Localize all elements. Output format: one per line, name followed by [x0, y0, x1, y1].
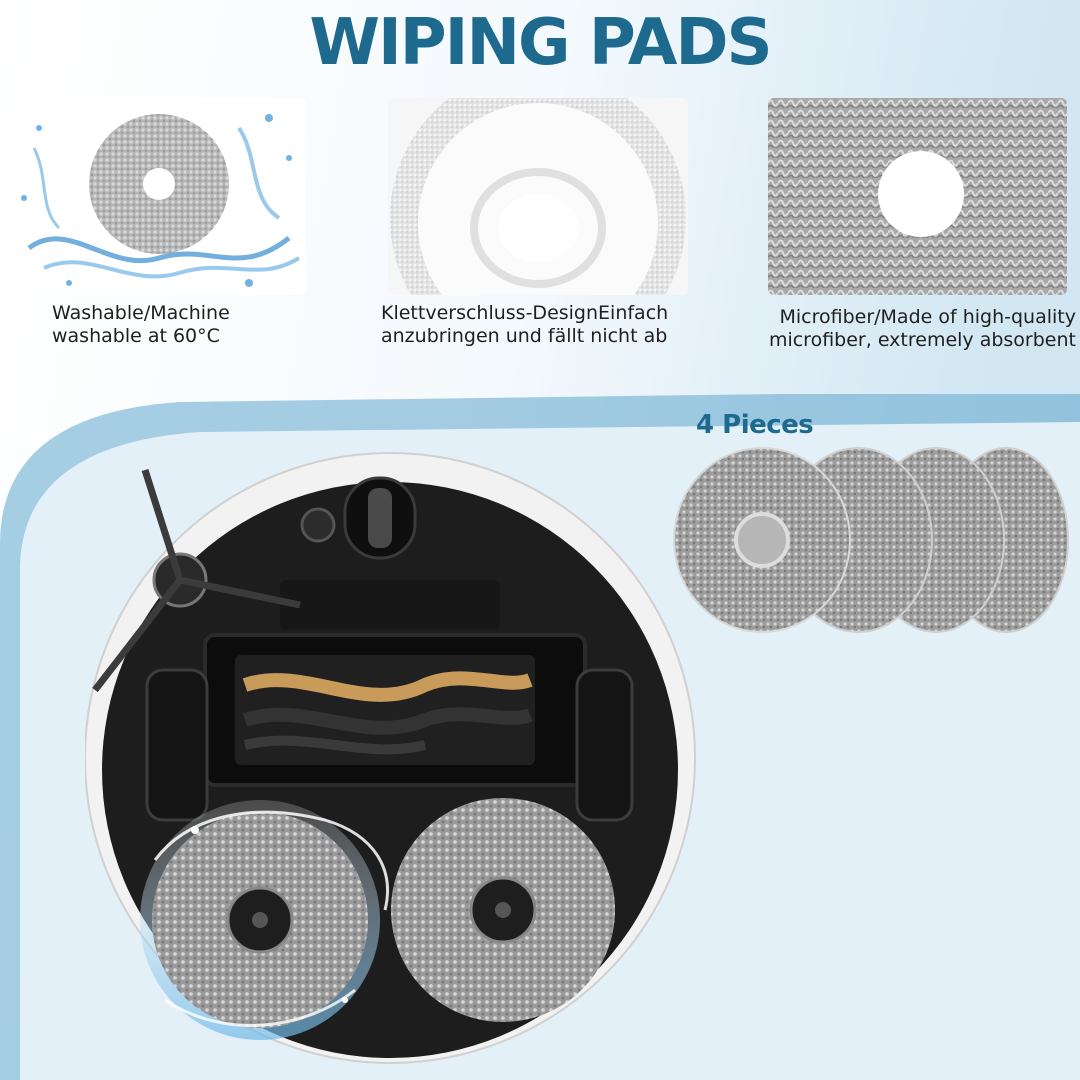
caption-line: microfiber, extremely absorbent [768, 329, 1076, 351]
washable-pad-image [9, 98, 306, 295]
feature-caption-washable: Washable/Machine washable at 60°C [52, 302, 230, 348]
microfiber-image [768, 98, 1067, 295]
caption-line: anzubringen und fällt nicht ab [381, 325, 668, 347]
caption-line: Washable/Machine [52, 302, 230, 324]
four-pads-icon [673, 447, 1069, 633]
feature-caption-microfiber: Microfiber/Made of high-quality microfib… [769, 306, 1076, 352]
feature-caption-velcro: Klettverschluss-DesignEinfach anzubringe… [381, 302, 668, 348]
velcro-backing-pad-icon [390, 98, 686, 295]
caption-line: Klettverschluss-DesignEinfach [381, 302, 669, 324]
page-title: WIPING PADS [309, 6, 772, 80]
robot-vacuum-icon [85, 452, 696, 1064]
caption-line: washable at 60°C [52, 325, 220, 347]
pieces-label: 4 Pieces [696, 410, 814, 440]
velcro-pad-image [388, 98, 688, 295]
caption-line: Microfiber/Made of high-quality [779, 306, 1076, 328]
microfiber-closeup-icon [768, 98, 1067, 295]
mop-pad-water-splash-icon [21, 114, 301, 287]
